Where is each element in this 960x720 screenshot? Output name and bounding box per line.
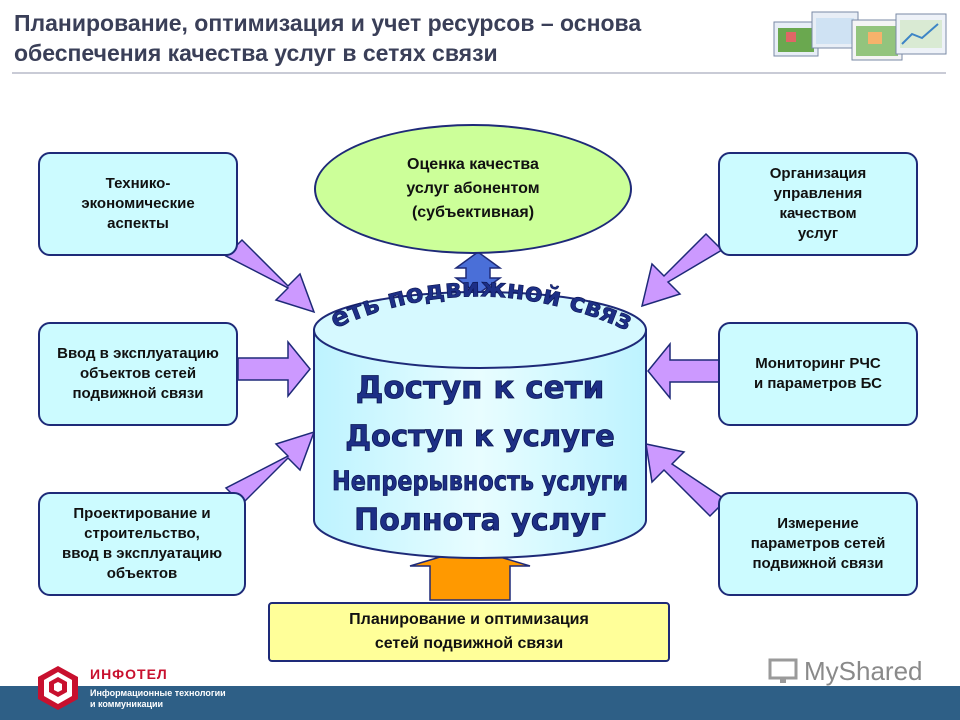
title-divider [12, 72, 946, 74]
arrow-from-quality-management [640, 232, 724, 308]
box-commissioning-label: Ввод в эксплуатацию объектов сетей подви… [57, 345, 219, 402]
box-commissioning: Ввод в эксплуатацию объектов сетей подви… [38, 322, 238, 426]
arrow-from-monitoring [647, 341, 721, 401]
screenshots-thumbnail-icon [773, 11, 947, 61]
box-monitoring: Мониторинг РЧС и параметров БС [718, 322, 918, 426]
box-monitoring-label: Мониторинг РЧС и параметров БС [753, 355, 882, 392]
network-cylinder [313, 291, 647, 559]
arrow-from-commissioning [237, 339, 311, 399]
arrow-from-measurement [645, 443, 728, 518]
subjective-quality-label: Оценка качества услуг абонентом (субъект… [406, 156, 540, 221]
box-measurement-label: Измерение параметров сетей подвижной свя… [750, 515, 886, 572]
watermark: MyShared [804, 656, 923, 686]
box-technical-economic-label: Технико- экономические аспекты [81, 175, 195, 232]
slideshow-icon [768, 658, 798, 683]
planning-optimization-box: Планирование и оптимизация сетей подвижн… [268, 602, 670, 662]
box-measurement: Измерение параметров сетей подвижной свя… [718, 492, 918, 596]
box-technical-economic: Технико- экономические аспекты [38, 152, 238, 256]
center-line-service-access: Доступ к услуге [345, 419, 615, 453]
arrow-from-design-construction [224, 430, 316, 506]
footer-brand: ИНФОТЕЛ [90, 666, 168, 682]
box-quality-management-label: Организация управления качеством услуг [769, 165, 867, 242]
planning-optimization-label: Планирование и оптимизация сетей подвижн… [349, 611, 589, 652]
box-quality-management: Организация управления качеством услуг [718, 152, 918, 256]
center-line-network-access: Доступ к сети [356, 370, 605, 406]
center-line-service-completeness: Полнота услуг [354, 503, 606, 538]
infotel-logo-icon [38, 666, 78, 710]
subjective-quality-ellipse: Оценка качества услуг абонентом (субъект… [314, 124, 632, 254]
footer-subtitle: Информационные технологии и коммуникации [90, 688, 226, 709]
center-line-service-continuity: Непрерывность услуги [332, 466, 628, 497]
box-design-construction-label: Проектирование и строительство, ввод в э… [61, 505, 223, 582]
box-design-construction: Проектирование и строительство, ввод в э… [38, 492, 246, 596]
footer-bar [0, 686, 960, 720]
arrow-from-technical-economic [224, 238, 316, 314]
page-title: Планирование, оптимизация и учет ресурсо… [14, 10, 642, 66]
